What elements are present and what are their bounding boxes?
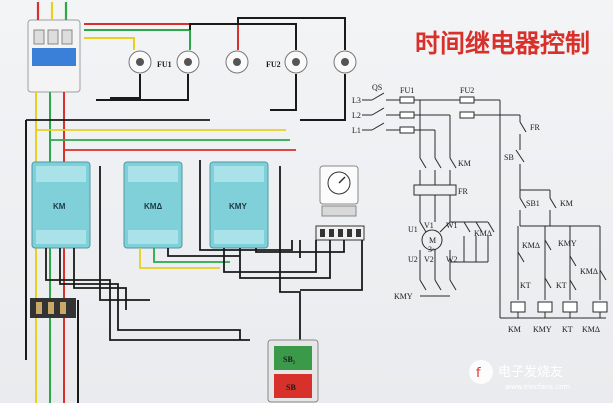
contactor-wires — [45, 160, 363, 341]
schematic-fr-contact: FR — [530, 123, 540, 132]
schematic-sb-stop: SB — [504, 153, 514, 162]
diagram-title: 时间继电器控制 — [415, 29, 590, 58]
schematic-kmy-1: KMY — [558, 239, 577, 248]
phase-l1: L1 — [352, 126, 361, 135]
schematic-km-main: KM — [458, 159, 471, 168]
coil-kt: KT — [562, 325, 573, 334]
watermark: f 电子发烧友 www.elecfans.com — [469, 360, 570, 391]
schematic-kmd-contacts: KMΔ — [474, 229, 492, 238]
schematic-sb1: SB1 — [526, 199, 540, 208]
schematic-v1: V1 — [424, 221, 434, 230]
watermark-url: www.elecfans.com — [505, 383, 570, 391]
fuse2-label: FU2 — [266, 60, 281, 69]
coil-kmd: KMΔ — [582, 325, 600, 334]
schematic-km-hold: KM — [560, 199, 573, 208]
bus-wires — [26, 119, 296, 151]
schematic-kmy-contacts: KMY — [394, 292, 413, 301]
thermal-relay — [30, 298, 76, 318]
time-relay — [319, 165, 359, 217]
contactor-km: KM — [31, 161, 91, 249]
schematic-w1: W1 — [446, 221, 458, 230]
fuse-group-2: FU2 — [266, 50, 357, 74]
relay-socket — [315, 225, 365, 241]
schematic-fr-main: FR — [458, 187, 468, 196]
watermark-brand: 电子发烧友 — [498, 364, 563, 380]
contactor-kmy: KMY — [209, 161, 269, 249]
schematic-labels: QS L3 L2 L1 FU1 FU2 FR KM FR SB SB1 KM U… — [352, 83, 600, 334]
contactor-kmd-label: KMΔ — [144, 202, 162, 211]
coil-km: KM — [508, 325, 521, 334]
push-button-box: SB₂ SB — [267, 339, 319, 403]
phase-l2: L2 — [352, 111, 361, 120]
stop-button-label: SB — [286, 383, 296, 392]
schematic-u1: U1 — [408, 225, 418, 234]
contactor-km-label: KM — [53, 202, 66, 211]
schematic-kmd-1: KMΔ — [522, 241, 540, 250]
schematic-motor: M — [429, 236, 436, 245]
schematic-v2: V2 — [424, 255, 434, 264]
schematic-kt-1: KT — [520, 281, 531, 290]
incoming-wires — [36, 2, 68, 20]
schematic-fu2: FU2 — [460, 86, 474, 95]
contactor-kmy-label: KMY — [229, 202, 247, 211]
svg-text:f: f — [476, 366, 481, 381]
coil-kmy: KMY — [533, 325, 552, 334]
schematic — [362, 92, 608, 319]
schematic-u2: U2 — [408, 255, 418, 264]
schematic-w2: W2 — [446, 255, 458, 264]
schematic-fu1: FU1 — [400, 86, 414, 95]
schematic-kmd-2: KMΔ — [580, 267, 598, 276]
main-breaker — [27, 19, 81, 93]
contactor-kmd: KMΔ — [123, 161, 183, 249]
phase-l3: L3 — [352, 96, 361, 105]
fuse1-label: FU1 — [157, 60, 172, 69]
start-button-label: SB₂ — [283, 355, 296, 364]
switch-label: QS — [372, 83, 382, 92]
fuse-group-1: FU1 — [128, 50, 249, 74]
fuse-wires — [84, 17, 346, 121]
schematic-motor-phase: 3~ — [428, 245, 437, 254]
schematic-kt-2: KT — [556, 281, 567, 290]
